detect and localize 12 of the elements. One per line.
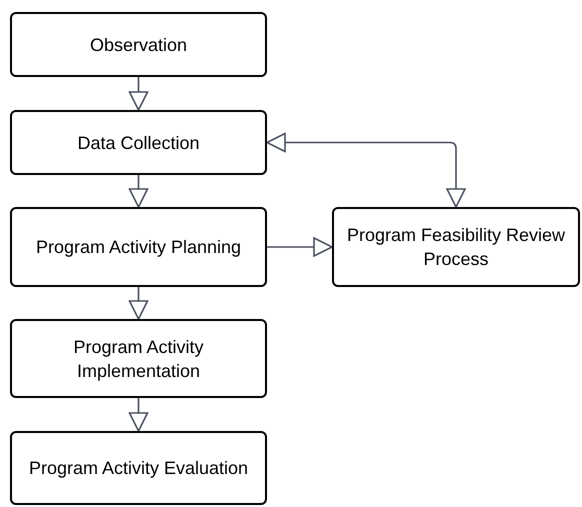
- process-box: Program Activity Evaluation: [10, 431, 267, 505]
- process-box: Observation: [10, 12, 267, 77]
- arrow: [128, 398, 148, 432]
- arrow: [266, 132, 466, 208]
- arrow: [267, 237, 333, 257]
- arrow: [128, 287, 148, 320]
- process-box: Program Activity Planning: [10, 207, 267, 287]
- process-box: Program Feasibility Review Process: [332, 207, 580, 287]
- process-box: Program Activity Implementation: [10, 319, 267, 398]
- arrow: [128, 175, 148, 208]
- process-box: Data Collection: [10, 110, 267, 175]
- arrow: [128, 77, 148, 111]
